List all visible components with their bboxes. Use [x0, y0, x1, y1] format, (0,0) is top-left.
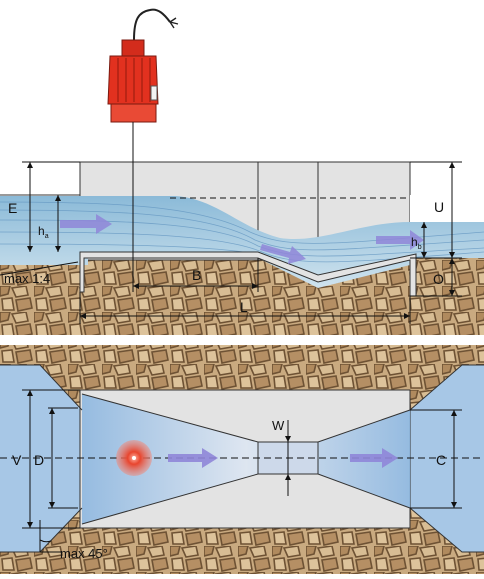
- label-ha: ha: [38, 224, 49, 240]
- ultrasonic-level-sensor-icon: [107, 8, 179, 123]
- label-D: D: [34, 452, 44, 468]
- label-W: W: [272, 418, 285, 433]
- label-hb: hb: [411, 235, 422, 251]
- label-V: V: [12, 452, 22, 468]
- plan-view: V D C W max 45°: [0, 345, 484, 574]
- flow-arrow-icon: [376, 230, 424, 250]
- water-plan: [0, 365, 82, 552]
- label-B: B: [192, 267, 201, 283]
- flow-arrow-icon: [260, 244, 306, 264]
- flow-arrow-icon: [168, 448, 218, 468]
- label-slope: max 1:4: [4, 271, 50, 286]
- flow-arrow-icon: [60, 214, 112, 234]
- flow-arrow-icon: [350, 448, 398, 468]
- label-O: O: [433, 271, 444, 287]
- label-L: L: [240, 299, 248, 315]
- label-angle: max 45°: [60, 546, 108, 561]
- label-E: E: [8, 200, 17, 216]
- label-U: U: [434, 199, 444, 215]
- label-C: C: [436, 452, 446, 468]
- flume-plan-water: [82, 394, 410, 524]
- side-section: E ha U hb O B L max 1:4: [0, 8, 484, 335]
